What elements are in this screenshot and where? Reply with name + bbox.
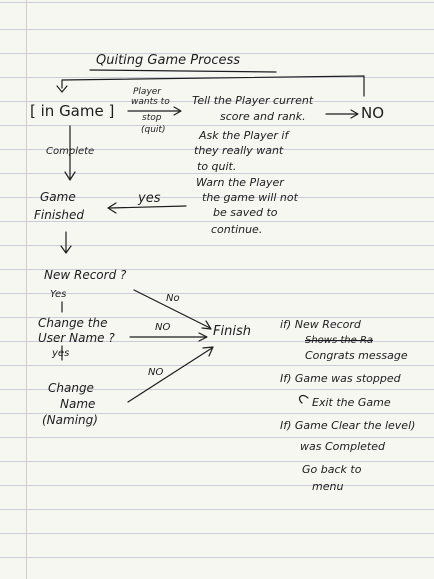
- note-if-stopped: If) Game was stopped: [280, 372, 401, 385]
- node-game-finished-2: Finished: [34, 208, 85, 222]
- node-game-finished-1: Game: [40, 190, 76, 204]
- label-yes-record: Yes: [50, 289, 67, 300]
- record-no-arrowhead: [201, 320, 212, 330]
- loop-line: [61, 75, 365, 97]
- note-if-new-record: if) New Record: [280, 318, 361, 331]
- naming-arrowhead: [202, 346, 214, 357]
- label-player: Player: [133, 87, 162, 97]
- label-no-change: NO: [155, 322, 171, 333]
- record-no-arrow: [133, 289, 211, 329]
- node-change-user-name-2: User Name ?: [38, 331, 115, 345]
- yes-arrow: [109, 205, 187, 209]
- label-stop: stop: [142, 113, 162, 123]
- title-underline: [89, 69, 277, 73]
- yes-arrowhead: [107, 202, 117, 214]
- loop-arrowhead: [56, 85, 68, 93]
- note-struck-text: Shows the Ra: [305, 335, 374, 346]
- label-quit: (quit): [141, 125, 166, 135]
- label-no-record: No: [166, 293, 180, 304]
- note-congrats: Congrats message: [305, 349, 408, 362]
- note-quit-7: the game will not: [202, 191, 298, 204]
- node-in-game: [ in Game ]: [30, 102, 115, 120]
- note-if-cleared-2: was Completed: [300, 440, 385, 453]
- diagram-title: Quiting Game Process: [96, 53, 241, 68]
- node-finish: Finish: [213, 324, 251, 339]
- node-change-name-3: (Naming): [42, 413, 98, 427]
- note-quit-6: Warn the Player: [196, 176, 284, 189]
- node-change-name-1: Change: [48, 381, 94, 395]
- node-new-record: New Record ?: [44, 268, 127, 282]
- note-quit-9: continue.: [211, 223, 263, 236]
- naming-arrow: [127, 347, 213, 403]
- label-complete: Complete: [46, 146, 95, 157]
- note-go-back-2: menu: [312, 480, 344, 493]
- note-quit-1: Tell the Player current: [192, 94, 314, 107]
- label-no-naming: NO: [148, 367, 164, 378]
- node-no-end: NO: [361, 104, 385, 122]
- note-exit-game: Exit the Game: [312, 396, 391, 409]
- note-quit-3: Ask the Player if: [199, 129, 289, 142]
- complete-arrowhead: [64, 171, 76, 181]
- node-change-name-2: Name: [60, 397, 96, 411]
- change-no-arrowhead: [198, 332, 208, 342]
- note-if-cleared-1: If) Game Clear the level): [280, 419, 416, 432]
- note-go-back-1: Go back to: [302, 463, 362, 476]
- quit-arrowhead: [173, 106, 182, 116]
- margin-line: [26, 0, 27, 579]
- no-arrowhead: [350, 109, 359, 119]
- label-wants-to: wants to: [131, 97, 170, 107]
- note-quit-4: they really want: [194, 144, 284, 157]
- label-yes-main: yes: [138, 191, 161, 206]
- note-quit-8: be saved to: [213, 206, 278, 219]
- exit-scribble: [298, 394, 309, 404]
- node-change-user-name-1: Change the: [38, 316, 108, 330]
- finished-arrowhead: [60, 245, 72, 254]
- label-yes-change: yes: [52, 348, 70, 359]
- note-quit-5: to quit.: [197, 160, 237, 173]
- note-quit-2: score and rank.: [220, 110, 306, 123]
